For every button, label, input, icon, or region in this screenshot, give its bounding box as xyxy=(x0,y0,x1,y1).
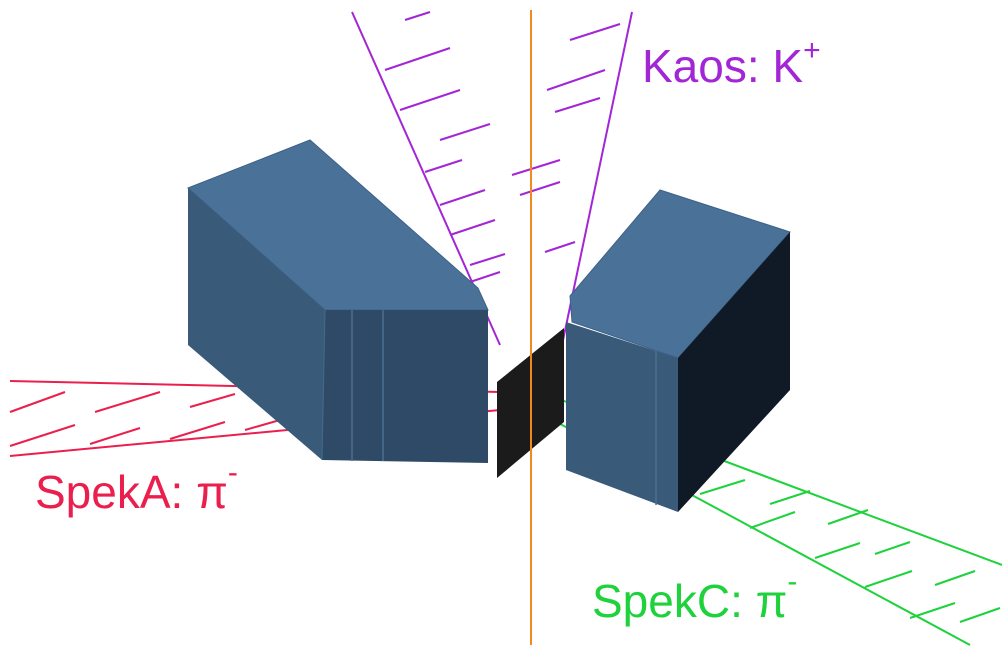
kaos-hatch xyxy=(384,11,621,283)
speka-magnet-front-face xyxy=(322,310,488,463)
spekc-magnet-dark-face xyxy=(678,232,790,512)
spekc-label: SpekC: π- xyxy=(592,565,797,627)
kaos-label: Kaos: K+ xyxy=(642,34,821,92)
speka-magnet-edge xyxy=(321,309,326,461)
speka-magnet-side-face xyxy=(188,188,325,460)
spekc-magnet xyxy=(566,189,791,512)
speka-label: SpekA: π- xyxy=(35,456,238,518)
spekc-magnet-front-face xyxy=(566,322,678,512)
speka-magnet xyxy=(187,139,489,463)
kaos-cone-right-edge xyxy=(561,11,633,346)
